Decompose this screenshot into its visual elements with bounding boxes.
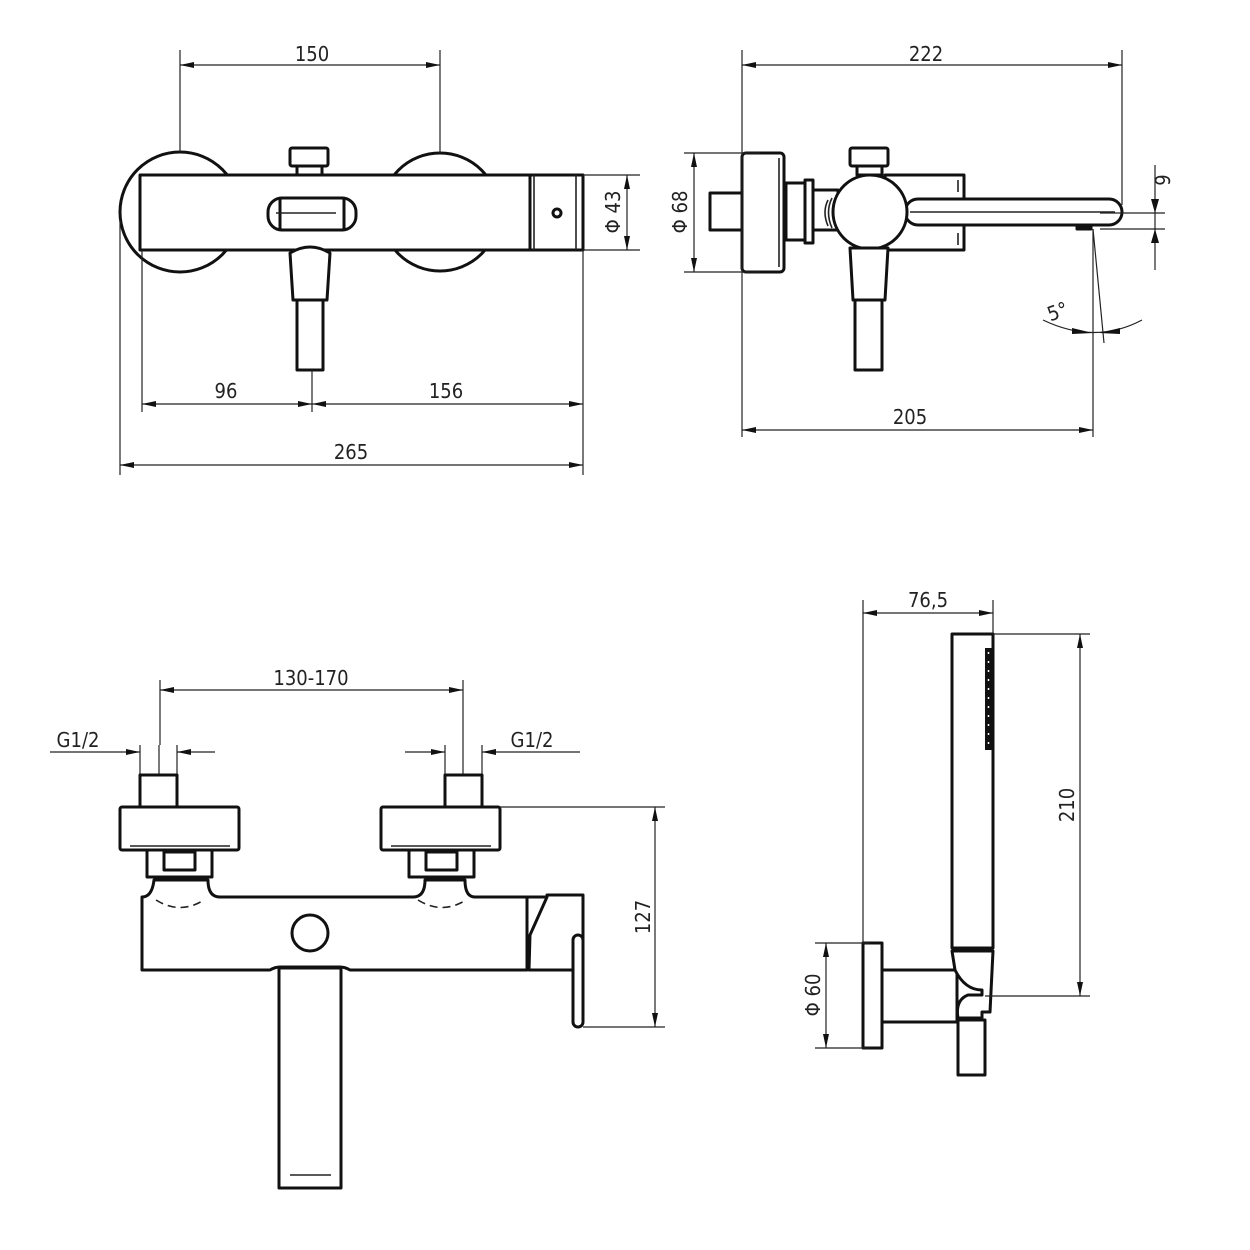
spout bbox=[277, 966, 343, 1190]
wall-plate bbox=[861, 941, 884, 1050]
spout-neck bbox=[288, 245, 332, 302]
dim-label: 127 bbox=[631, 900, 655, 934]
nut bbox=[784, 181, 807, 242]
diverter-knob bbox=[288, 146, 330, 168]
dim-label: 76,5 bbox=[908, 588, 948, 612]
spout-neck bbox=[848, 246, 890, 302]
front-dimensions: 150 96 156 265 Φ 43 bbox=[119, 42, 640, 475]
dim-label: 210 bbox=[1055, 788, 1079, 822]
dim-label: G1/2 bbox=[511, 728, 554, 752]
installation-view: 130-170 G1/2 G1/2 127 bbox=[50, 666, 665, 1190]
spout bbox=[295, 298, 325, 372]
mixer-body bbox=[140, 878, 529, 972]
mixer-front-outline bbox=[118, 146, 585, 372]
dim-label: 130-170 bbox=[273, 666, 348, 690]
shower-dimensions: 76,5 210 Φ 60 bbox=[801, 588, 1090, 1049]
diverter-knob bbox=[848, 146, 890, 168]
inlet-pipe-right bbox=[443, 773, 484, 809]
wall-connector bbox=[708, 191, 744, 232]
dim-label: 150 bbox=[295, 42, 329, 66]
hose-connector bbox=[956, 1018, 987, 1077]
wall-plate bbox=[740, 151, 786, 274]
mixer-top-outline bbox=[118, 745, 585, 1190]
dim-label: 156 bbox=[429, 379, 463, 403]
installation-dimensions: 130-170 G1/2 G1/2 127 bbox=[50, 666, 665, 1028]
inlet-pipe-left bbox=[138, 773, 179, 809]
dim-label: Φ 68 bbox=[668, 191, 692, 234]
dim-label: 96 bbox=[215, 379, 238, 403]
dim-label: 9 bbox=[1151, 174, 1175, 185]
thermostat-lever-base bbox=[527, 893, 585, 972]
dim-label: 205 bbox=[893, 405, 927, 429]
bracket-arm bbox=[880, 968, 959, 1024]
mixer-body bbox=[138, 173, 532, 252]
mixer-ball bbox=[831, 173, 909, 251]
thermostat-lever bbox=[571, 933, 585, 1029]
indicator-dot bbox=[551, 207, 563, 219]
handshower-outline bbox=[861, 632, 995, 1077]
wall-plate-left bbox=[118, 805, 241, 852]
shower-view: 76,5 210 Φ 60 bbox=[801, 588, 1090, 1077]
diverter-button bbox=[290, 913, 330, 953]
dim-label: Φ 60 bbox=[801, 974, 825, 1017]
side-view: 222 Φ 68 9 5° 205 bbox=[668, 42, 1175, 437]
bracket-holder bbox=[950, 949, 995, 1020]
spout bbox=[853, 298, 884, 372]
wall-plate-right bbox=[379, 805, 502, 852]
dim-label: G1/2 bbox=[57, 728, 100, 752]
front-view: 150 96 156 265 Φ 43 bbox=[118, 42, 640, 475]
dim-label: Φ 43 bbox=[601, 191, 625, 234]
dim-label: 222 bbox=[909, 42, 943, 66]
mixer-side-outline bbox=[708, 146, 1124, 372]
dim-label: 265 bbox=[334, 440, 368, 464]
